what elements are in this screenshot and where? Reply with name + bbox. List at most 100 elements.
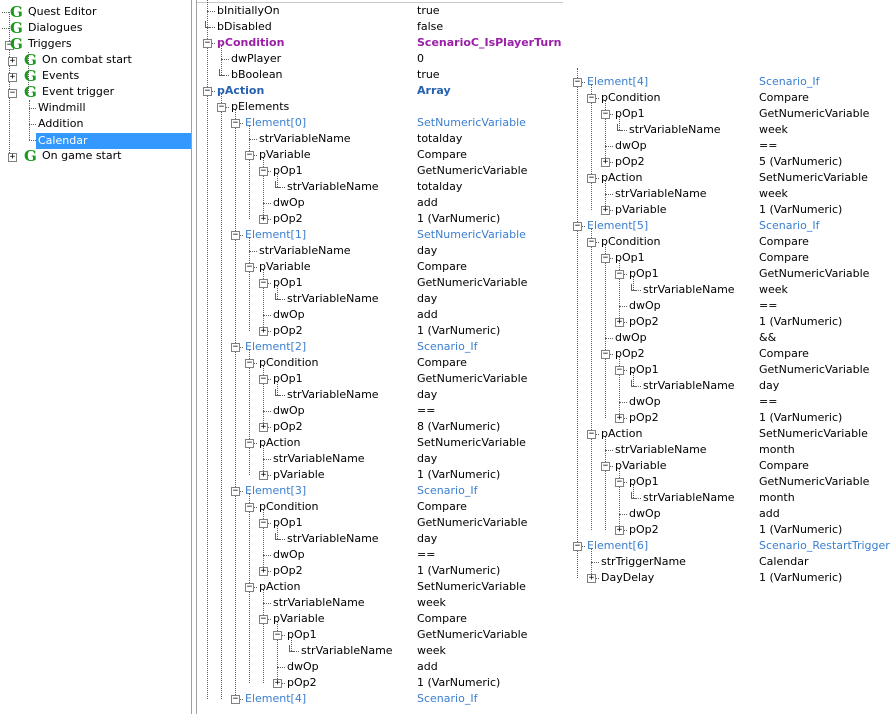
expand-icon[interactable]: + [259, 566, 268, 576]
collapse-icon[interactable]: − [601, 109, 610, 119]
property-value[interactable]: Compare [759, 235, 809, 248]
property-value[interactable]: GetNumericVariable [417, 628, 528, 641]
property-value[interactable]: Calendar [759, 555, 809, 568]
property-name-dwplayer[interactable]: dwPlayer [231, 52, 282, 65]
expand-icon[interactable]: + [601, 157, 610, 167]
collapse-icon[interactable]: − [203, 38, 212, 48]
property-value[interactable]: add [759, 507, 780, 520]
property-name-paction[interactable]: pAction [259, 580, 301, 593]
property-value[interactable]: == [759, 395, 778, 408]
property-name-paction[interactable]: pAction [217, 84, 265, 97]
property-name-element-4[interactable]: Element[4] [245, 692, 307, 705]
property-name-strvariablename[interactable]: strVariableName [615, 443, 707, 456]
collapse-icon[interactable]: − [587, 93, 596, 103]
property-name-pop2[interactable]: pOp2 [629, 411, 659, 424]
collapse-icon[interactable]: − [245, 358, 254, 368]
collapse-icon[interactable]: − [601, 349, 610, 359]
collapse-icon[interactable]: − [231, 486, 240, 496]
property-value[interactable]: Compare [759, 347, 809, 360]
property-value[interactable]: Compare [417, 356, 467, 369]
property-value[interactable]: add [417, 660, 438, 673]
property-name-pop2[interactable]: pOp2 [273, 420, 303, 433]
property-value[interactable]: GetNumericVariable [759, 475, 870, 488]
property-value[interactable]: 1 (VarNumeric) [759, 411, 843, 424]
collapse-icon[interactable]: − [245, 262, 254, 272]
property-value[interactable]: Compare [759, 91, 809, 104]
tree-item-calendar[interactable]: Calendar [36, 133, 191, 149]
property-name-strvariablename[interactable]: strVariableName [287, 180, 379, 193]
property-value[interactable]: SetNumericVariable [417, 116, 526, 129]
collapse-icon[interactable]: − [273, 630, 282, 640]
property-value[interactable]: 0 [417, 52, 424, 65]
property-value[interactable]: day [417, 244, 438, 257]
property-name-element-0[interactable]: Element[0] [245, 116, 307, 129]
property-name-element-6[interactable]: Element[6] [587, 539, 649, 552]
collapse-icon[interactable]: − [259, 614, 268, 624]
collapse-icon[interactable]: − [587, 173, 596, 183]
property-name-dwop[interactable]: dwOp [629, 299, 661, 312]
property-value[interactable]: Compare [417, 148, 467, 161]
collapse-icon[interactable]: − [573, 541, 582, 551]
property-name-strvariablename[interactable]: strVariableName [259, 132, 351, 145]
property-name-dwop[interactable]: dwOp [273, 196, 305, 209]
property-name-pcondition[interactable]: pCondition [601, 91, 661, 104]
property-value[interactable]: == [759, 139, 778, 152]
property-value[interactable]: GetNumericVariable [759, 267, 870, 280]
property-name-pop1[interactable]: pOp1 [273, 276, 303, 289]
collapse-icon[interactable]: − [573, 221, 582, 231]
property-name-pop2[interactable]: pOp2 [629, 315, 659, 328]
property-value[interactable]: == [759, 299, 778, 312]
collapse-icon[interactable]: − [259, 278, 268, 288]
tree-item-on-game-start[interactable]: On game start [42, 149, 122, 162]
property-value[interactable]: 5 (VarNumeric) [759, 155, 843, 168]
property-name-pop1[interactable]: pOp1 [615, 251, 645, 264]
collapse-icon[interactable]: − [615, 365, 624, 375]
collapse-icon[interactable]: − [245, 438, 254, 448]
property-name-strvariablename[interactable]: strVariableName [643, 283, 735, 296]
collapse-icon[interactable]: − [217, 102, 226, 112]
property-value[interactable]: Scenario_If [759, 75, 820, 88]
property-value[interactable]: 1 (VarNumeric) [759, 203, 843, 216]
expand-icon[interactable]: + [8, 56, 17, 66]
property-name-pop1[interactable]: pOp1 [615, 107, 645, 120]
property-name-element-2[interactable]: Element[2] [245, 340, 307, 353]
property-value[interactable]: totalday [417, 132, 463, 145]
property-value[interactable]: week [759, 123, 788, 136]
property-value[interactable]: day [417, 388, 438, 401]
property-value[interactable]: GetNumericVariable [417, 516, 528, 529]
expand-icon[interactable]: + [8, 152, 17, 162]
property-value[interactable]: month [759, 491, 795, 504]
collapse-icon[interactable]: − [245, 150, 254, 160]
property-value[interactable]: 1 (VarNumeric) [417, 324, 501, 337]
property-value[interactable]: 1 (VarNumeric) [417, 564, 501, 577]
property-value[interactable]: Compare [417, 500, 467, 513]
collapse-icon[interactable]: − [573, 77, 582, 87]
property-value[interactable]: 1 (VarNumeric) [417, 468, 501, 481]
property-name-pvariable[interactable]: pVariable [615, 203, 667, 216]
property-name-pelements[interactable]: pElements [231, 100, 290, 113]
property-value[interactable]: 1 (VarNumeric) [759, 315, 843, 328]
expand-icon[interactable]: + [273, 678, 282, 688]
property-value[interactable]: SetNumericVariable [759, 427, 868, 440]
property-name-pcondition[interactable]: pCondition [217, 36, 285, 49]
property-name-daydelay[interactable]: DayDelay [601, 571, 655, 584]
quest-tree-panel[interactable]: G Quest Editor G Dialogues − G Triggers … [0, 0, 192, 714]
property-value[interactable]: Scenario_RestartTrigger [759, 539, 890, 552]
expand-icon[interactable]: + [615, 317, 624, 327]
property-value[interactable]: ScenarioC_IsPlayerTurn [417, 36, 562, 49]
property-name-element-5[interactable]: Element[5] [587, 219, 649, 232]
collapse-icon[interactable]: − [231, 694, 240, 704]
property-name-pvariable[interactable]: pVariable [615, 459, 667, 472]
property-value[interactable]: GetNumericVariable [417, 276, 528, 289]
property-value[interactable]: true [417, 4, 440, 17]
property-value[interactable]: Compare [417, 260, 467, 273]
expand-icon[interactable]: + [8, 72, 17, 82]
tree-item-on-combat-start[interactable]: On combat start [42, 53, 132, 66]
property-value[interactable]: true [417, 68, 440, 81]
collapse-icon[interactable]: − [615, 269, 624, 279]
property-name-strtriggername[interactable]: strTriggerName [601, 555, 686, 568]
property-name-pop1[interactable]: pOp1 [629, 267, 659, 280]
property-name-pop1[interactable]: pOp1 [273, 372, 303, 385]
property-name-dwop[interactable]: dwOp [273, 404, 305, 417]
property-value[interactable]: SetNumericVariable [417, 436, 526, 449]
